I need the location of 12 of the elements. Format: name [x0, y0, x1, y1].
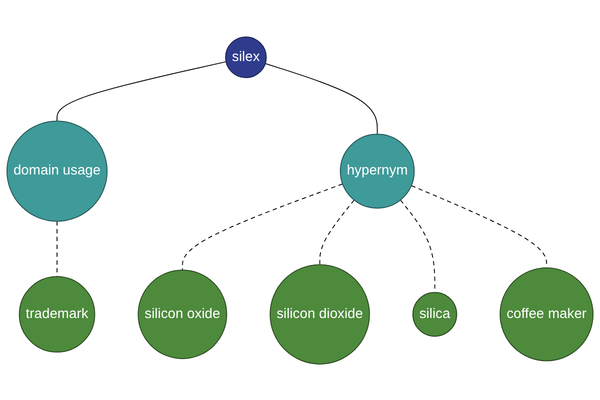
node-circle: hypernym [340, 133, 415, 208]
node-circle: silicon dioxide [270, 264, 370, 364]
connector [182, 183, 344, 270]
node-circle: trademark [18, 276, 96, 352]
connector [319, 199, 355, 265]
node-circle: coffee maker [500, 266, 594, 361]
connector [264, 62, 378, 134]
node-circle: silicon oxide [138, 269, 228, 359]
node-circle: silica [412, 291, 458, 336]
connector [56, 60, 226, 122]
node-circle: silex [225, 36, 267, 78]
node-circle: domain usage [6, 120, 108, 222]
